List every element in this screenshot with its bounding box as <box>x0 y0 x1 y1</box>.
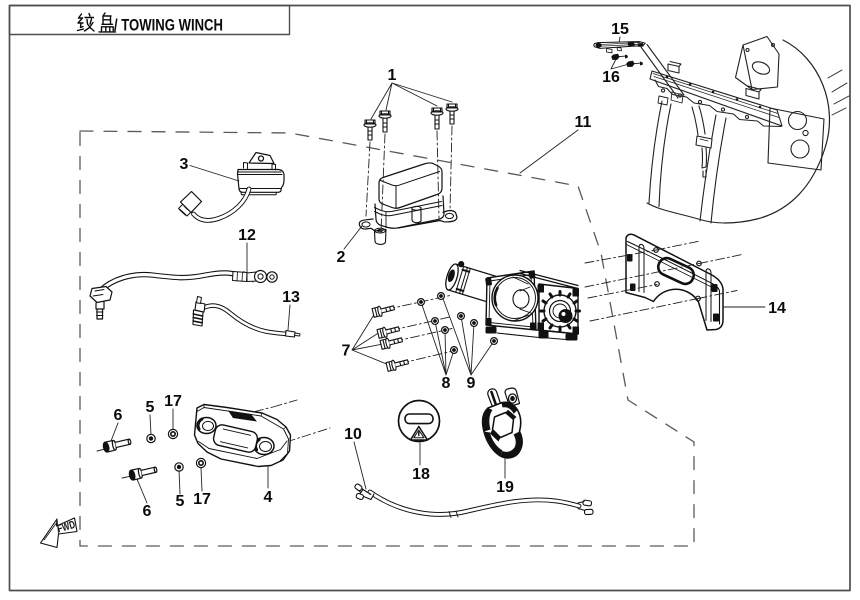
svg-text:16: 16 <box>602 69 620 86</box>
svg-text:12: 12 <box>238 227 256 244</box>
svg-text:4: 4 <box>264 489 273 506</box>
svg-text:17: 17 <box>164 393 182 410</box>
svg-text:19: 19 <box>496 479 514 496</box>
svg-text:3: 3 <box>180 156 189 173</box>
svg-text:14: 14 <box>768 300 786 317</box>
svg-text:6: 6 <box>114 407 123 424</box>
svg-text:11: 11 <box>575 114 592 131</box>
svg-text:10: 10 <box>344 426 362 443</box>
svg-text:7: 7 <box>342 343 351 360</box>
svg-text:9: 9 <box>467 375 476 392</box>
svg-text:5: 5 <box>176 493 185 510</box>
svg-text:FWD: FWD <box>56 519 77 536</box>
svg-text:2: 2 <box>337 249 346 266</box>
svg-text:18: 18 <box>412 466 430 483</box>
svg-text:5: 5 <box>146 399 155 416</box>
svg-text:6: 6 <box>143 503 152 520</box>
svg-text:/ TOWING WINCH: / TOWING WINCH <box>114 15 223 34</box>
svg-text:13: 13 <box>282 289 300 306</box>
svg-text:1: 1 <box>388 67 397 84</box>
svg-text:8: 8 <box>442 375 451 392</box>
svg-text:15: 15 <box>611 21 629 38</box>
svg-text:17: 17 <box>193 491 211 508</box>
